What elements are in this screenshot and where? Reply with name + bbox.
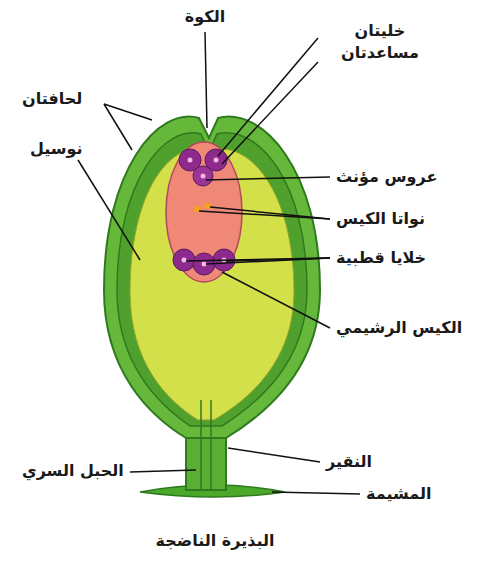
cell-nucleus — [201, 174, 206, 179]
part-label: الكوة — [185, 6, 225, 28]
part-label: النقير — [326, 451, 372, 473]
leader-line — [199, 211, 330, 219]
part-label: نواتا الكيس — [336, 208, 425, 230]
part-label: لحافتان — [22, 88, 82, 110]
part-label: الحبل السري — [22, 460, 124, 482]
leader-line — [226, 258, 330, 261]
inner-integument — [117, 133, 307, 426]
leader-line — [205, 32, 207, 128]
leader-line — [206, 177, 330, 180]
part-label: المشيمة — [366, 483, 431, 505]
caption: البذيرة الناضجة — [156, 530, 275, 552]
egg-cell — [193, 166, 213, 186]
cell-nucleus — [182, 258, 187, 263]
cell-nucleus — [214, 158, 219, 163]
vascular-strand — [200, 400, 202, 490]
leader-line — [104, 104, 132, 150]
leader-line — [130, 470, 196, 472]
part-label: عروس مؤنث — [336, 166, 437, 188]
polar-nucleus — [204, 203, 212, 209]
leader-line — [228, 448, 320, 462]
part-label: خليتان مساعدتان — [328, 20, 432, 63]
leader-lines — [78, 32, 360, 494]
leader-line — [222, 62, 318, 164]
antipodal-cell — [173, 249, 195, 271]
leader-line — [222, 272, 330, 328]
leader-line — [206, 258, 330, 264]
outer-integument — [104, 117, 320, 438]
cell-nucleus — [188, 158, 193, 163]
leader-line — [272, 492, 360, 494]
leader-line — [218, 38, 318, 156]
leader-line — [104, 104, 152, 120]
cell-nucleus — [202, 262, 207, 267]
part-label: خلايا قطبية — [336, 247, 426, 269]
vascular-strand — [210, 400, 212, 490]
part-label: الكيس الرشيمي — [336, 317, 462, 339]
part-label: نوسيل — [30, 138, 83, 160]
leader-line — [78, 160, 140, 260]
